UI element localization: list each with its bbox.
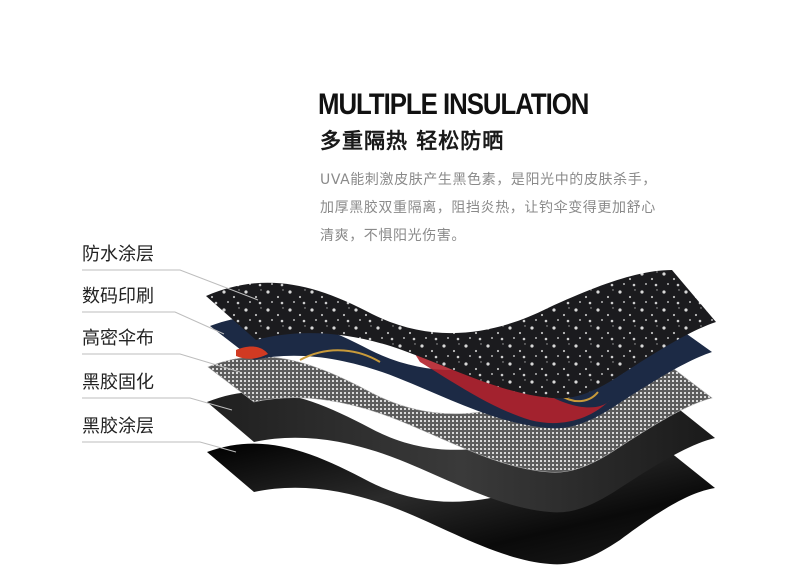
- description-line: UVA能刺激皮肤产生黑色素，是阳光中的皮肤杀手，: [320, 172, 657, 188]
- leader-line-coat: [82, 441, 237, 453]
- description-line: 加厚黑胶双重隔离，阻挡炎热，让钓伞变得更加舒心: [320, 200, 656, 216]
- page-title: MULTIPLE INSULATION: [318, 88, 589, 121]
- leader-line-fabric: [82, 353, 241, 373]
- layer-label-black-coat: 黑胶涂层: [82, 416, 154, 437]
- description-line: 清爽，不惧阳光伤害。: [320, 228, 466, 244]
- layer-label-digital-print: 数码印刷: [82, 286, 154, 307]
- layer-label-waterproof: 防水涂层: [82, 244, 154, 265]
- leader-line-cure: [82, 397, 233, 411]
- print-red-motif: [236, 346, 268, 359]
- leader-line-waterproof: [82, 269, 259, 301]
- description: UVA能刺激皮肤产生黑色素，是阳光中的皮肤杀手， 加厚黑胶双重隔离，阻挡炎热，让…: [320, 166, 730, 250]
- layer-label-fabric: 高密伞布: [82, 328, 154, 349]
- layer-waterproof: [206, 270, 716, 399]
- leader-line-print: [82, 311, 225, 335]
- layer-label-black-cure: 黑胶固化: [82, 372, 154, 393]
- page-subtitle: 多重隔热 轻松防晒: [320, 129, 505, 153]
